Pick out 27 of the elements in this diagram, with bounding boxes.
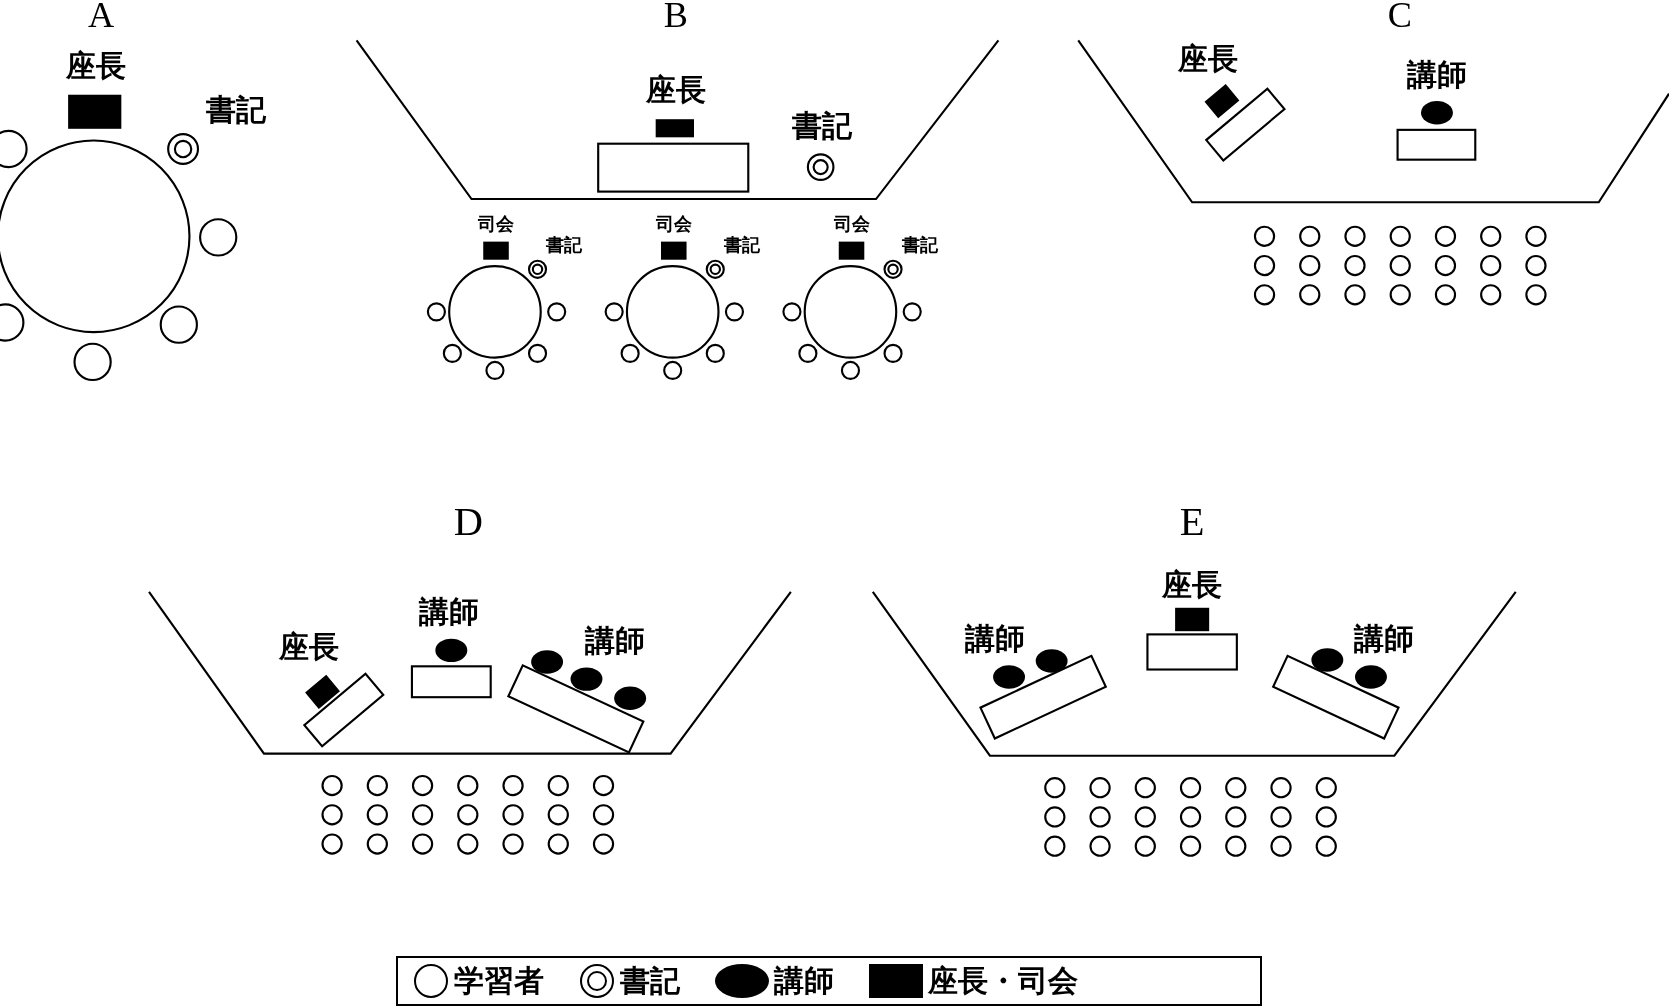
role-label: 講師	[419, 597, 480, 627]
role-label: 司会	[478, 214, 514, 233]
role-label: 座長	[278, 632, 339, 663]
role-label: 座長	[1178, 43, 1239, 74]
panel-letter: A	[88, 0, 115, 33]
role-label: 座長	[1162, 570, 1223, 601]
panel-letter: C	[1387, 0, 1412, 33]
legend-label: 講師	[773, 965, 834, 996]
legend-label: 書記	[619, 965, 680, 996]
role-label: 書記	[546, 235, 583, 254]
role-label: 司会	[833, 214, 870, 233]
role-label: 書記	[791, 110, 852, 141]
panel-letter: B	[663, 0, 688, 33]
role-label: 書記	[723, 235, 760, 254]
panel-letter: E	[1179, 501, 1205, 542]
role-label: 座長	[645, 75, 706, 106]
role-label: 講師	[965, 623, 1026, 654]
role-label: 書記	[901, 235, 938, 254]
legend-label: 学習者	[453, 965, 544, 996]
role-label: 書記	[206, 94, 267, 125]
legend-label: 座長・司会	[927, 965, 1078, 996]
role-label: 座長	[65, 51, 126, 81]
role-label: 講師	[1353, 623, 1414, 654]
role-label: 講師	[585, 625, 646, 656]
role-label: 講師	[1406, 59, 1467, 90]
role-label: 司会	[655, 214, 692, 233]
panel-letter: D	[453, 501, 483, 542]
